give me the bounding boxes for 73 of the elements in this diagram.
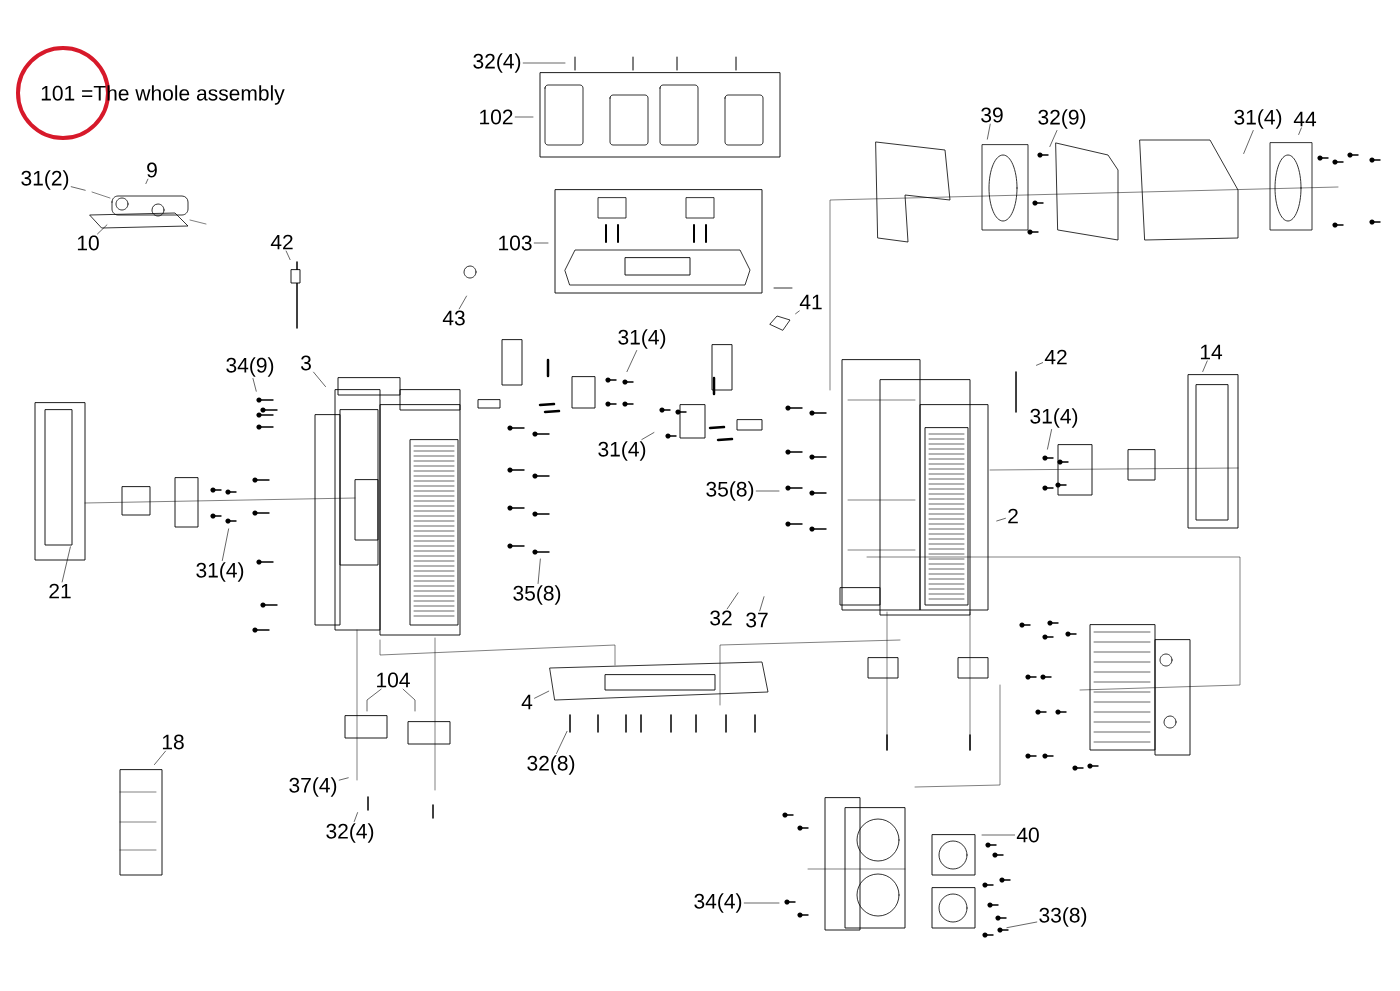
leader-line xyxy=(556,731,568,754)
callout-number: 103 xyxy=(499,235,532,251)
callout-number: 32 xyxy=(710,610,732,626)
callout-number: 41 xyxy=(799,294,822,310)
callout-number: 32(4) xyxy=(473,53,521,73)
callout-number: 10 xyxy=(77,235,99,251)
leader-line xyxy=(338,777,349,781)
callout-number: 37(4) xyxy=(289,777,337,797)
leader-line xyxy=(522,62,566,64)
callout-number: 104 xyxy=(377,672,410,688)
leader-line xyxy=(145,178,149,184)
leader-line xyxy=(755,490,780,492)
leader-line xyxy=(285,250,291,260)
leader-line xyxy=(252,378,257,392)
callout-number: 39 xyxy=(981,107,1003,123)
leader-line xyxy=(97,224,108,235)
leader-line xyxy=(537,558,541,584)
leader-line xyxy=(458,295,467,310)
leader-line xyxy=(981,834,1015,836)
leader-line xyxy=(987,123,991,140)
callout-number: 35(8) xyxy=(706,481,754,501)
callout-number: 37 xyxy=(746,612,768,628)
leader-line xyxy=(61,546,71,583)
leader-line xyxy=(626,350,637,372)
callout-number: 44 xyxy=(1293,111,1317,127)
callout-number: 14 xyxy=(1200,344,1223,360)
leader-line xyxy=(222,528,229,561)
callout-number: 32(4) xyxy=(326,823,374,843)
leader-line xyxy=(534,690,550,699)
callout-number: 9 xyxy=(147,162,157,178)
leader-line xyxy=(70,186,86,191)
leader-line xyxy=(795,310,800,315)
callout-number: 3 xyxy=(300,355,311,371)
callout-number: 31(4) xyxy=(1234,109,1282,129)
callout-number: 102 xyxy=(480,109,513,125)
leader-line xyxy=(743,902,780,904)
leader-line xyxy=(313,371,326,387)
leader-line xyxy=(402,688,416,712)
leader-line xyxy=(353,812,358,822)
callout-number: 31(2) xyxy=(21,170,69,190)
leader-line xyxy=(514,116,534,118)
leader-line xyxy=(1298,127,1302,135)
callout-number: 43 xyxy=(442,310,465,326)
leader-line xyxy=(1047,429,1052,450)
callout-number: 31(4) xyxy=(1030,408,1078,428)
leader-line xyxy=(366,688,382,712)
callout-number: 42 xyxy=(1044,349,1067,365)
callout-number: 18 xyxy=(162,734,184,750)
leader-line xyxy=(996,518,1006,522)
leader-line xyxy=(1202,360,1208,372)
callout-number: 34(4) xyxy=(694,893,742,913)
callout-number: 4 xyxy=(521,694,533,710)
leader-line xyxy=(533,242,549,244)
callout-number: 42 xyxy=(270,234,293,250)
callout-number: 32(9) xyxy=(1038,109,1086,129)
leader-line xyxy=(154,750,166,765)
callout-number: 31(4) xyxy=(618,329,666,349)
leader-line xyxy=(1049,130,1058,147)
leader-line xyxy=(1243,130,1254,154)
callout-number: 33(8) xyxy=(1039,907,1087,927)
leader-line xyxy=(1006,921,1038,928)
callout-number: 34(9) xyxy=(226,357,274,377)
callout-number: 21 xyxy=(49,583,71,599)
leader-line xyxy=(641,432,655,440)
callout-number: 31(4) xyxy=(196,562,244,582)
leader-line xyxy=(759,596,765,612)
leader-line xyxy=(1036,362,1043,366)
callout-number: 35(8) xyxy=(513,585,561,605)
callout-number: 2 xyxy=(1008,508,1018,524)
callout-number: 40 xyxy=(1016,827,1039,843)
callout-number: 32(8) xyxy=(527,755,575,775)
callout-number: 31(4) xyxy=(598,441,646,461)
leader-line xyxy=(726,592,739,610)
